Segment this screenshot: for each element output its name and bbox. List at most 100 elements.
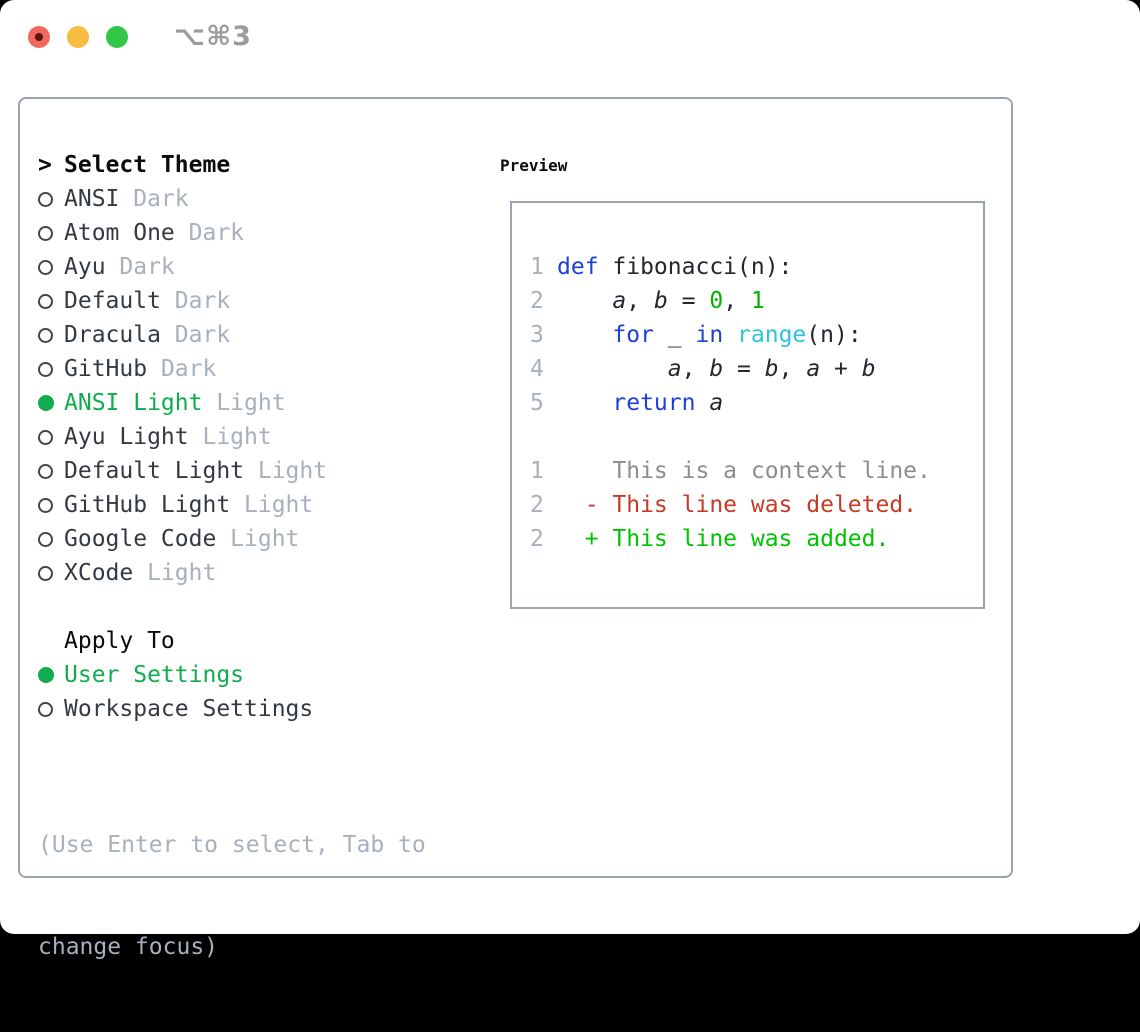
code-line: 2 a, b = 0, 1 [530,284,983,318]
code-segment: a [709,390,724,416]
code-segment: 0 [709,288,724,314]
code-line: 5 return a [530,386,983,420]
radio-icon [38,361,64,377]
apply-option-label: User Settings [64,662,245,688]
theme-name: GitHub Light [64,492,231,518]
line-number: 3 [530,322,544,348]
theme-option-github[interactable]: GitHub Dark [38,352,426,386]
radio-icon [38,531,64,547]
theme-variant: Dark [174,322,231,348]
theme-name: Google Code [64,526,217,552]
close-button[interactable] [28,26,50,48]
hint-line-2: change focus) [38,934,219,960]
section-gap [38,726,426,760]
code-line: 3 for _ in range(n): [530,318,983,352]
line-number: 2 [530,526,544,552]
code-segment: for [612,322,654,348]
line-number: 2 [530,288,544,314]
theme-variant: Light [202,424,272,450]
code-segment: , [778,356,807,382]
theme-name: XCode [64,560,134,586]
zoom-button[interactable] [106,26,128,48]
code-segment [557,322,612,348]
theme-variant: Dark [133,186,189,212]
theme-name: ANSI Light [64,390,203,416]
code-segment: b [764,356,779,382]
apply-option-label: Workspace Settings [64,696,314,722]
code-segment: = [667,288,710,314]
theme-option-dracula[interactable]: Dracula Dark [38,318,426,352]
code-segment [695,390,709,416]
radio-selected-icon [38,667,64,683]
theme-variant: Dark [188,220,245,246]
theme-name: Default [64,288,161,314]
apply-to-header: Apply To [38,624,426,658]
minimize-button[interactable] [67,26,89,48]
code-segment: (n): [806,322,862,348]
theme-name: Default Light [64,458,245,484]
section-gap [38,590,426,624]
diff-context-line: 1 This is a context line. [530,454,983,488]
line-number: 1 [530,458,544,484]
code-segment: range [737,322,807,348]
line-number: 2 [530,492,544,518]
preview-header: Preview [500,148,567,182]
theme-variant: Dark [119,254,175,280]
code-segment: , [681,356,710,382]
code-segment [557,356,668,382]
theme-option-ansi-light[interactable]: ANSI Light Light [38,386,426,420]
diff-added-line: 2 + This line was added. [530,522,983,556]
theme-variant: Light [216,390,286,416]
theme-name: GitHub [64,356,148,382]
diff-deleted-line: 2 - This line was deleted. [530,488,983,522]
radio-icon [38,701,64,717]
apply-to-title: Apply To [64,628,175,654]
code-segment: _ [653,322,696,348]
code-segment: This is a context line. [557,458,931,484]
theme-option-default[interactable]: Default Dark [38,284,426,318]
apply-option-user-settings[interactable]: User Settings [38,658,426,692]
theme-name: ANSI [64,186,120,212]
preview-title: Preview [500,155,568,175]
code-segment: , [626,288,654,314]
radio-icon [38,191,64,207]
code-segment: a [612,288,627,314]
code-segment: in [695,322,724,348]
hint-text: (Use Enter to select, Tab to change focu… [38,760,426,1032]
line-number: 4 [530,356,544,382]
radio-selected-icon [38,395,64,411]
code-segment [557,288,612,314]
theme-variant: Dark [160,356,217,382]
radio-icon [38,259,64,275]
code-segment [723,322,737,348]
code-segment: b [653,288,668,314]
code-segment: + This line was added. [557,526,890,552]
radio-icon [38,293,64,309]
apply-option-workspace-settings[interactable]: Workspace Settings [38,692,426,726]
theme-name: Dracula [64,322,161,348]
theme-option-ansi[interactable]: ANSI Dark [38,182,426,216]
theme-variant: Dark [174,288,231,314]
code-segment [557,390,612,416]
code-segment: def [557,254,599,280]
code-segment: - This line was deleted. [557,492,918,518]
code-line: 4 a, b = b, a + b [530,352,983,386]
blank-line [530,420,983,454]
radio-icon [38,327,64,343]
radio-icon [38,225,64,241]
code-segment: 1 [750,288,765,314]
radio-icon [38,497,64,513]
select-theme-header: > Select Theme [38,148,426,182]
code-segment: a [667,356,682,382]
